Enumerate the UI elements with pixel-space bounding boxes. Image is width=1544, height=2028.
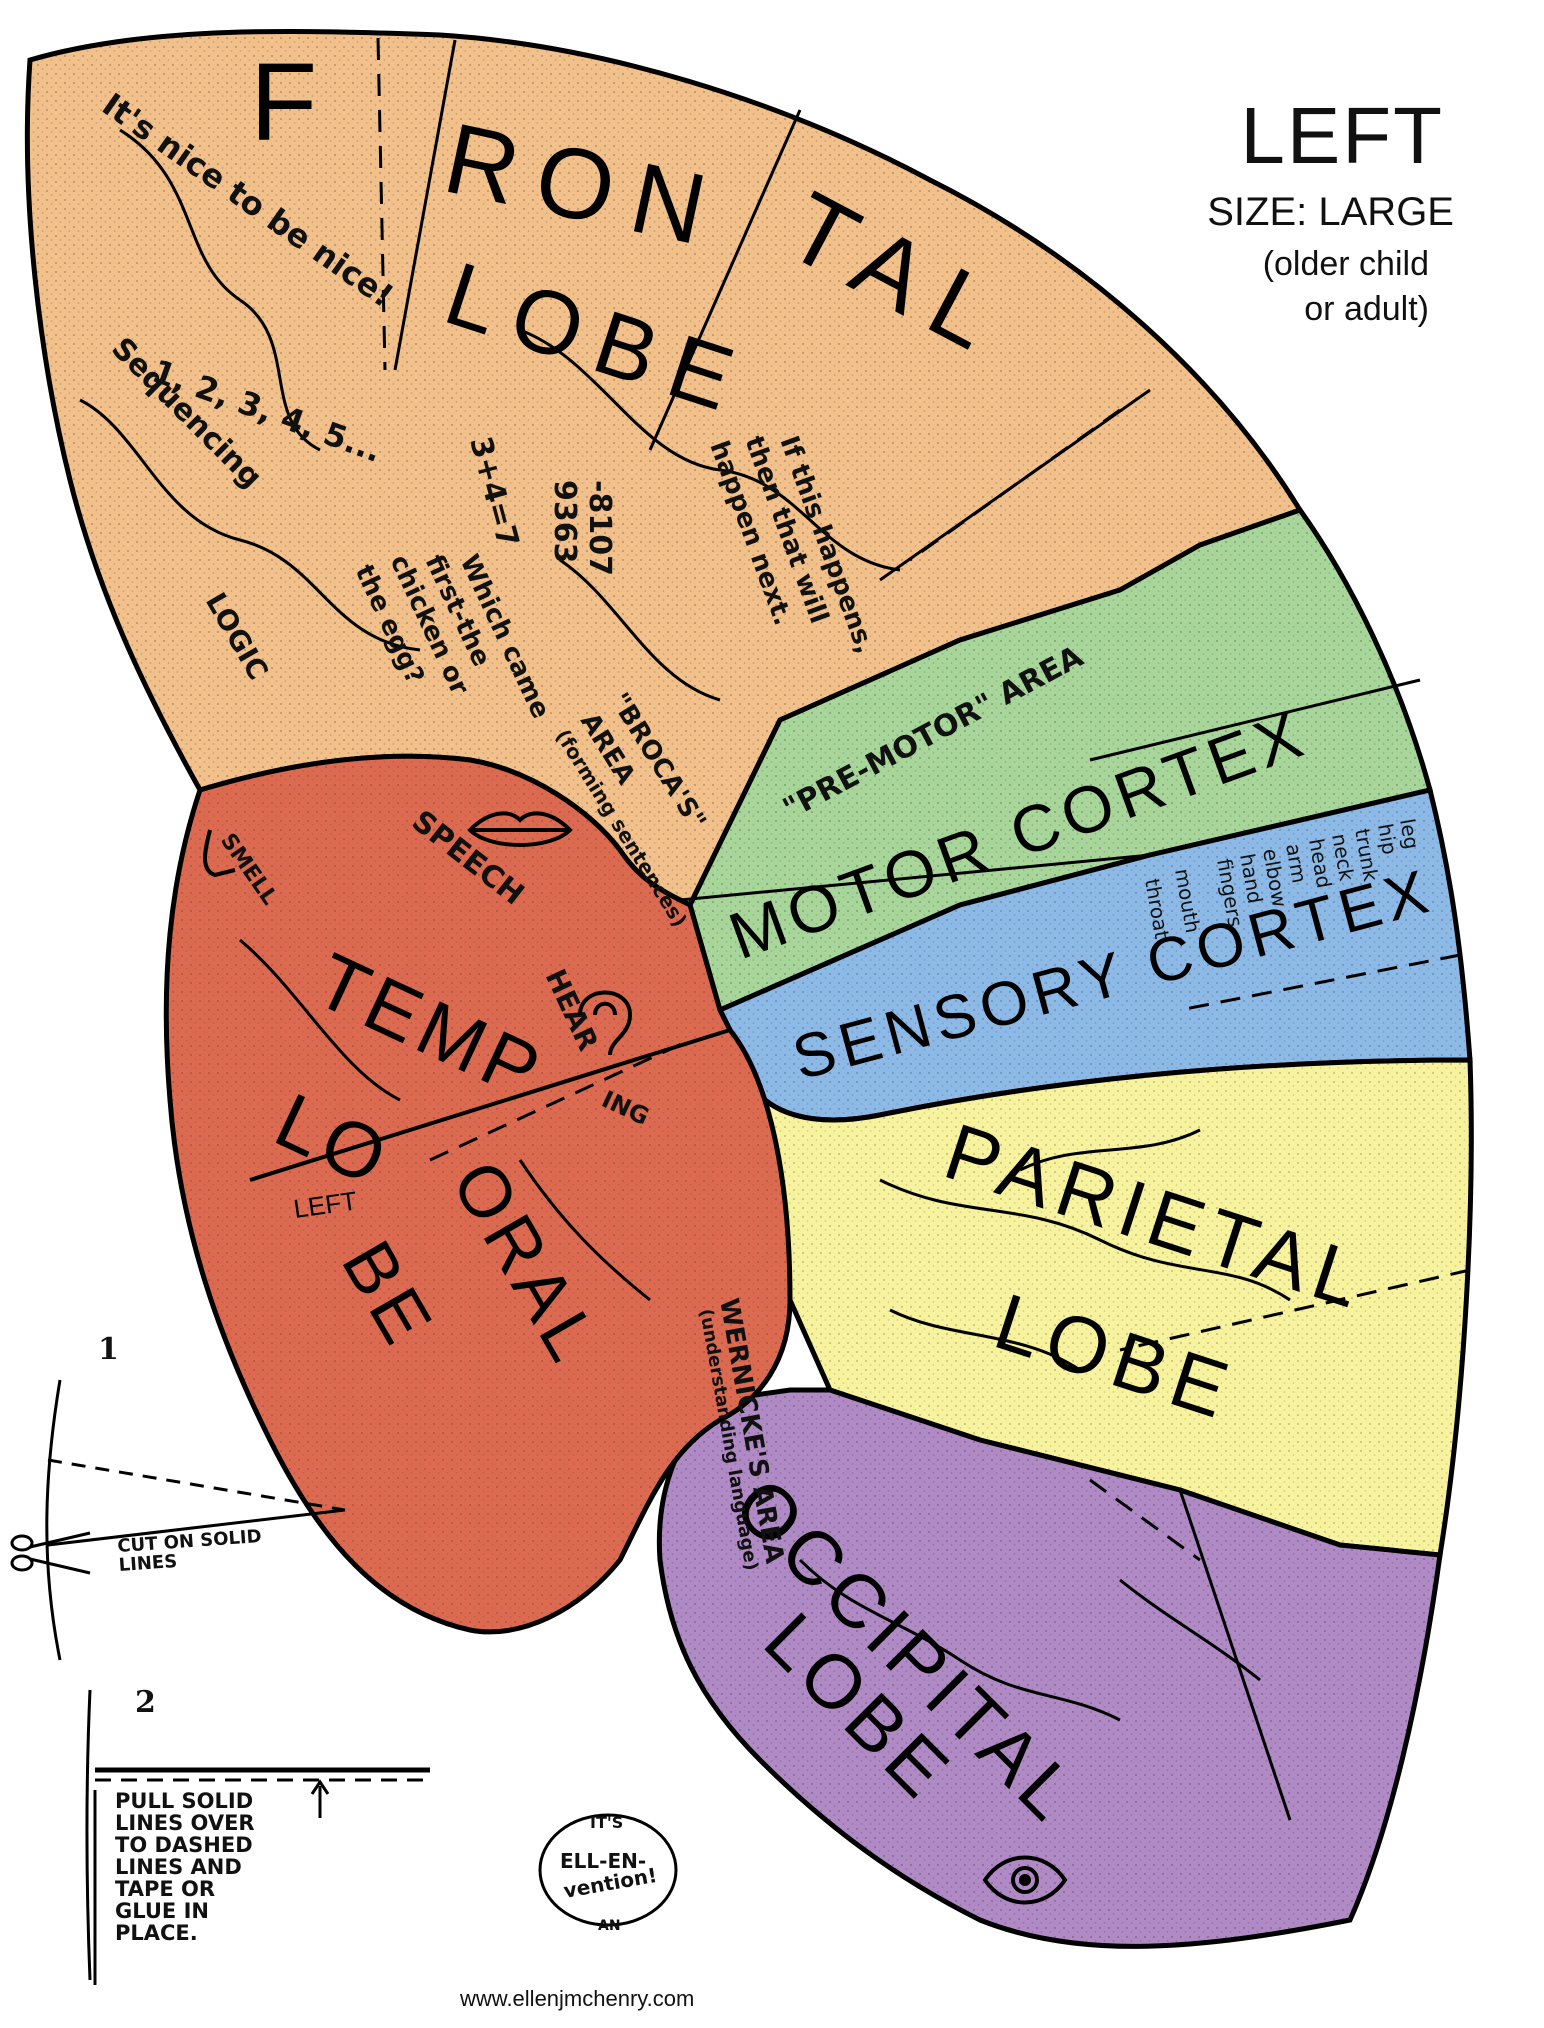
step2-line-1: PULL SOLID [115, 1790, 255, 1812]
ellen-vention-logo: IT'S ELL-EN- vention! AN [540, 1813, 676, 1934]
svg-text:IT'S: IT'S [590, 1813, 623, 1832]
size-label: SIZE: LARGE [1207, 190, 1454, 235]
audience-label-1: (older child [1263, 245, 1429, 284]
audience-label-2: or adult) [1304, 290, 1429, 329]
step2-line-2: LINES OVER [115, 1812, 255, 1834]
svg-text:AN: AN [598, 1918, 621, 1934]
step2-text: PULL SOLID LINES OVER TO DASHED LINES AN… [115, 1790, 255, 1944]
step2-line-6: GLUE IN [115, 1900, 255, 1922]
note-math-3: -8107 [582, 480, 617, 576]
step2-number: 2 [135, 1685, 156, 1720]
step2-line-3: TO DASHED [115, 1834, 255, 1856]
step2-line-4: LINES AND [115, 1856, 255, 1878]
frontal-title-f: F [250, 41, 317, 164]
step2-line-5: TAPE OR [115, 1878, 255, 1900]
step1-number: 1 [98, 1332, 119, 1367]
arrow-up-icon [312, 1782, 328, 1818]
side-label: LEFT [1240, 90, 1444, 182]
scissors-icon [12, 1533, 90, 1573]
note-math-2: 9363 [547, 480, 582, 564]
website-credit: www.ellenjmchenry.com [460, 1986, 694, 2012]
step2-line-7: PLACE. [115, 1922, 255, 1944]
